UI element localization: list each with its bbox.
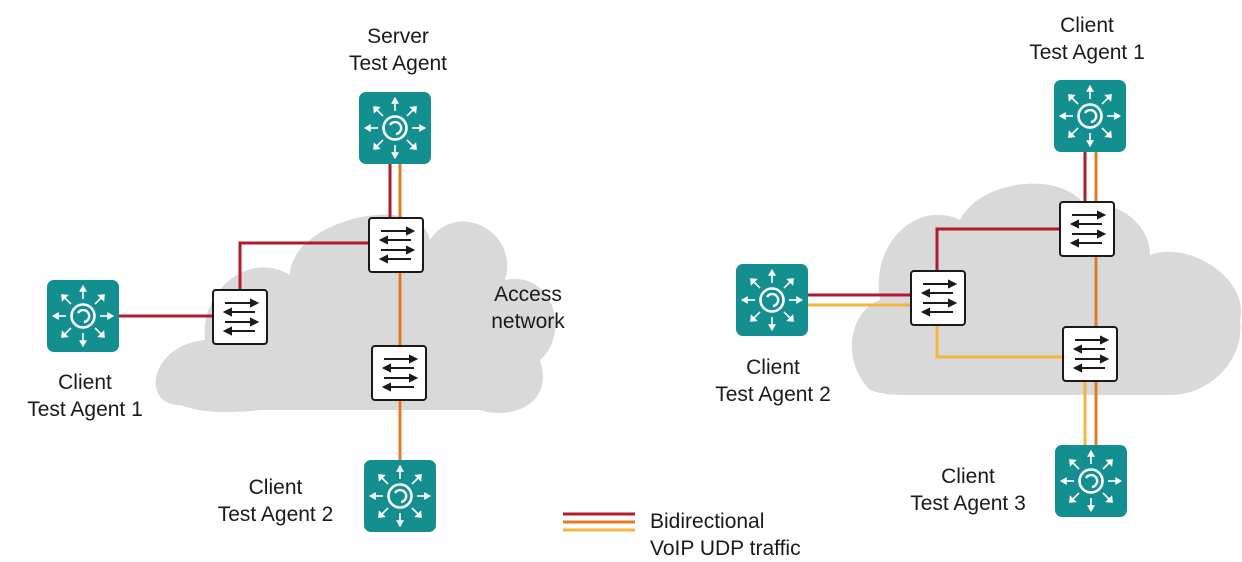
right-cloud [851,183,1242,395]
right-links [805,152,1098,445]
left-links [118,164,402,460]
link-switch-top-red [238,241,372,297]
right-client1-label: Client Test Agent 1 [1029,14,1145,64]
left-server-agent-icon [357,90,433,166]
left-client2-agent-icon [362,458,438,534]
left-cloud [155,214,556,413]
right-client3-label: Client Test Agent 3 [910,465,1026,515]
left-server-label: Server Test Agent [348,25,448,75]
legend-swatch [563,512,635,532]
link-sw1-top-red [935,227,1062,272]
left-switch-top [368,217,424,273]
right-client2-label: Client Test Agent 2 [715,356,831,406]
legend-label: Bidirectional VoIP UDP traffic [650,510,801,560]
right-switch-top [1059,201,1115,257]
right-switch-bottom [1062,326,1118,382]
left-client1-agent-icon [45,278,121,354]
link-sw1-bottom-yellow [935,326,1062,359]
left-switch-mid [371,345,427,401]
left-client2-label: Client Test Agent 2 [217,476,334,526]
right-client1-agent-icon [1052,78,1128,154]
right-client3-agent-icon [1053,443,1129,519]
right-switch-1 [910,270,966,326]
left-client1-label: Client Test Agent 1 [27,371,143,421]
cloud-access-network-label: Access network [491,283,565,333]
right-client2-agent-icon [734,262,810,338]
left-switch-1 [212,289,268,345]
